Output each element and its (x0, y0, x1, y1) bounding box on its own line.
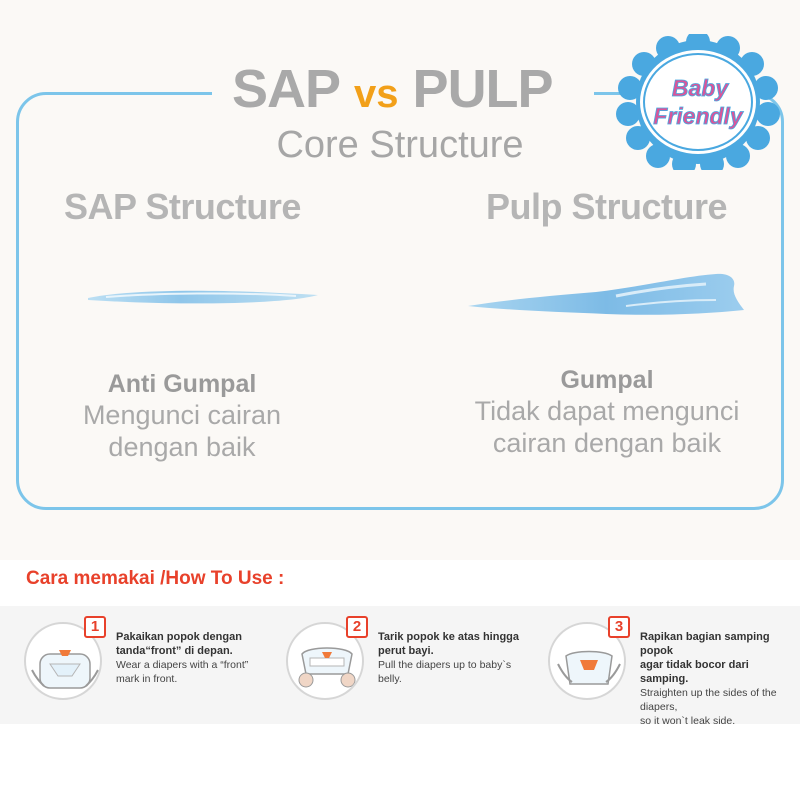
title-gap (212, 60, 594, 120)
pulp-desc-line1: Tidak dapat mengunci (474, 396, 740, 426)
step-1-id-line2: tanda“front” di depan. (116, 645, 233, 657)
step-2-en-line2: belly. (378, 673, 402, 685)
badge-line2: Friendly (653, 103, 744, 129)
sap-desc-line2: dengan baik (108, 432, 256, 462)
baby-friendly-badge: Baby Friendly (612, 30, 784, 176)
step-3-en-line2: so it won`t leak side. (640, 715, 736, 727)
title-sap: SAP (232, 59, 341, 119)
step-3-id-line2: agar tidak bocor dari samping. (640, 659, 749, 685)
badge-scallop-icon: Baby Friendly (616, 30, 780, 176)
sap-label: Anti Gumpal (107, 370, 257, 398)
sap-structure-heading: SAP Structure (64, 186, 301, 227)
how-to-step-1: 1 Pakaikan popok dengan tanda“front” di … (24, 614, 274, 714)
step-2-id-line2: perut bayi. (378, 645, 434, 657)
step-2-id-line1: Tarik popok ke atas hingga (378, 631, 519, 643)
step-1-en-line1: Wear a diapers with a “front” (116, 659, 249, 671)
subtitle: Core Structure (276, 124, 524, 166)
pulp-desc-line2: cairan dengan baik (492, 428, 722, 458)
how-to-step-2: 2 Tarik popok ke atas hingga perut bayi.… (286, 614, 536, 714)
main-title: SAP vs PULP (232, 58, 554, 122)
step-1-id-line1: Pakaikan popok dengan (116, 631, 242, 643)
pulp-structure-heading: Pulp Structure (486, 186, 728, 227)
step-2-number: 2 (346, 616, 368, 638)
steps-band (0, 606, 800, 724)
badge-line1: Baby (672, 75, 729, 101)
how-to-step-3: 3 Rapikan bagian samping popok agar tida… (548, 614, 798, 727)
step-3-id-line1: Rapikan bagian samping popok (640, 631, 770, 657)
step-1-number: 1 (84, 616, 106, 638)
sap-desc-line1: Mengunci cairan (82, 400, 282, 430)
pulp-core-image (466, 266, 748, 322)
how-to-use-title: Cara memakai /How To Use : (26, 568, 285, 589)
step-3-number: 3 (608, 616, 630, 638)
step-2-en-line1: Pull the diapers up to baby`s (378, 659, 512, 671)
step-1-en-line2: mark in front. (116, 673, 178, 685)
sap-core-image (86, 282, 322, 312)
sap-description: Anti Gumpal Mengunci cairan dengan baik (62, 370, 302, 463)
title-pulp: PULP (412, 59, 554, 119)
pulp-description: Gumpal Tidak dapat mengunci cairan denga… (462, 366, 752, 459)
step-3-en-line1: Straighten up the sides of the diapers, (640, 687, 777, 713)
title-vs: vs (354, 72, 399, 116)
pulp-label: Gumpal (560, 366, 654, 394)
